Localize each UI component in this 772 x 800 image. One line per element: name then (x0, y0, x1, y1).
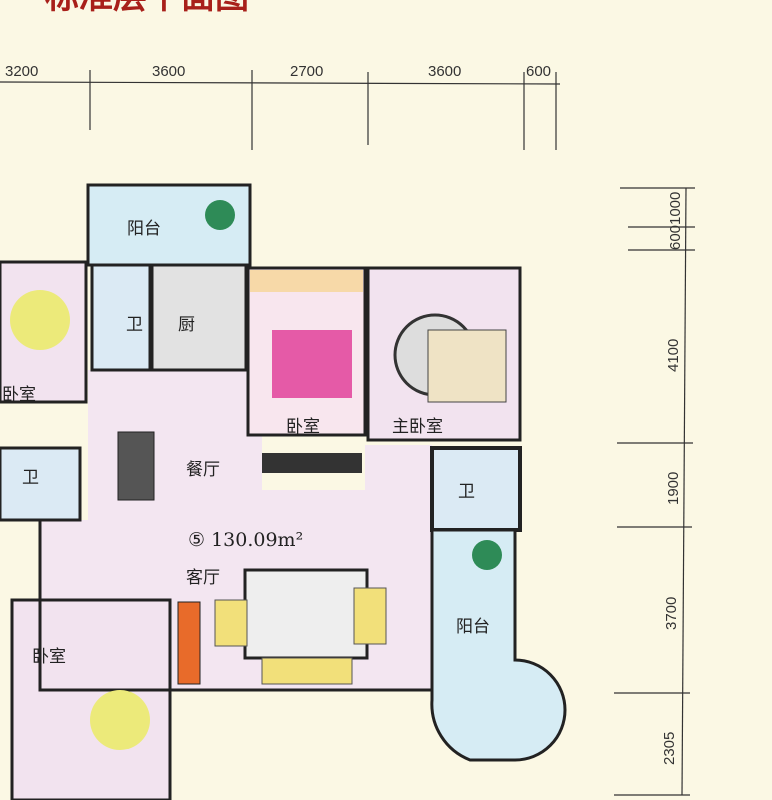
armchair (214, 599, 248, 647)
label-bath-top: 卫 (126, 315, 143, 335)
dim-label: 1000 (667, 192, 684, 225)
plan-title: 标准层平面图 (45, 0, 249, 17)
label-dining: 餐厅 (186, 460, 220, 480)
bed-left-bottom (90, 690, 150, 750)
label-left-bedroom-top: 卧室 (2, 385, 36, 405)
dim-label: 4100 (665, 339, 682, 372)
bed-left (10, 290, 70, 350)
bath-right (430, 446, 522, 532)
plant (205, 200, 235, 230)
label-left-bath: 卫 (22, 468, 39, 488)
dim-label: 2305 (661, 732, 678, 765)
label-master-bedroom: 主卧室 (392, 417, 443, 437)
sofa (261, 657, 353, 685)
dim-label: 600 (667, 225, 684, 250)
label-kitchen: 厨 (178, 315, 195, 335)
bed (272, 330, 352, 398)
right-dimension-line (614, 187, 695, 796)
label-bath-right: 卫 (458, 482, 475, 502)
dim-label: 600 (526, 63, 551, 80)
label-left-bedroom-bottom: 卧室 (32, 647, 66, 667)
label-living: 客厅 (186, 568, 220, 588)
master-bed (427, 329, 507, 403)
label-balcony-right: 阳台 (456, 617, 490, 637)
dining-table (117, 431, 155, 501)
unit-area-label: ⑤ 130.09m² (188, 529, 303, 551)
dim-label: 2700 (290, 63, 323, 80)
dim-label: 3600 (152, 63, 185, 80)
wardrobe (262, 453, 362, 473)
balcony-right (430, 528, 567, 762)
left-bath (0, 446, 82, 522)
dim-label: 3600 (428, 63, 461, 80)
label-balcony-top: 阳台 (127, 219, 161, 239)
dim-label: 3700 (663, 597, 680, 630)
rug-living (243, 568, 369, 660)
left-bedroom-bottom (10, 598, 172, 800)
armchair (353, 587, 387, 645)
tv-cabinet (177, 601, 201, 685)
kitchen (150, 263, 248, 372)
label-bedroom: 卧室 (286, 417, 320, 437)
dim-label: 3200 (5, 63, 38, 80)
bath-top (90, 263, 152, 372)
dim-label: 1900 (665, 472, 682, 505)
plant (472, 540, 502, 570)
top-dimension-line (0, 70, 561, 150)
